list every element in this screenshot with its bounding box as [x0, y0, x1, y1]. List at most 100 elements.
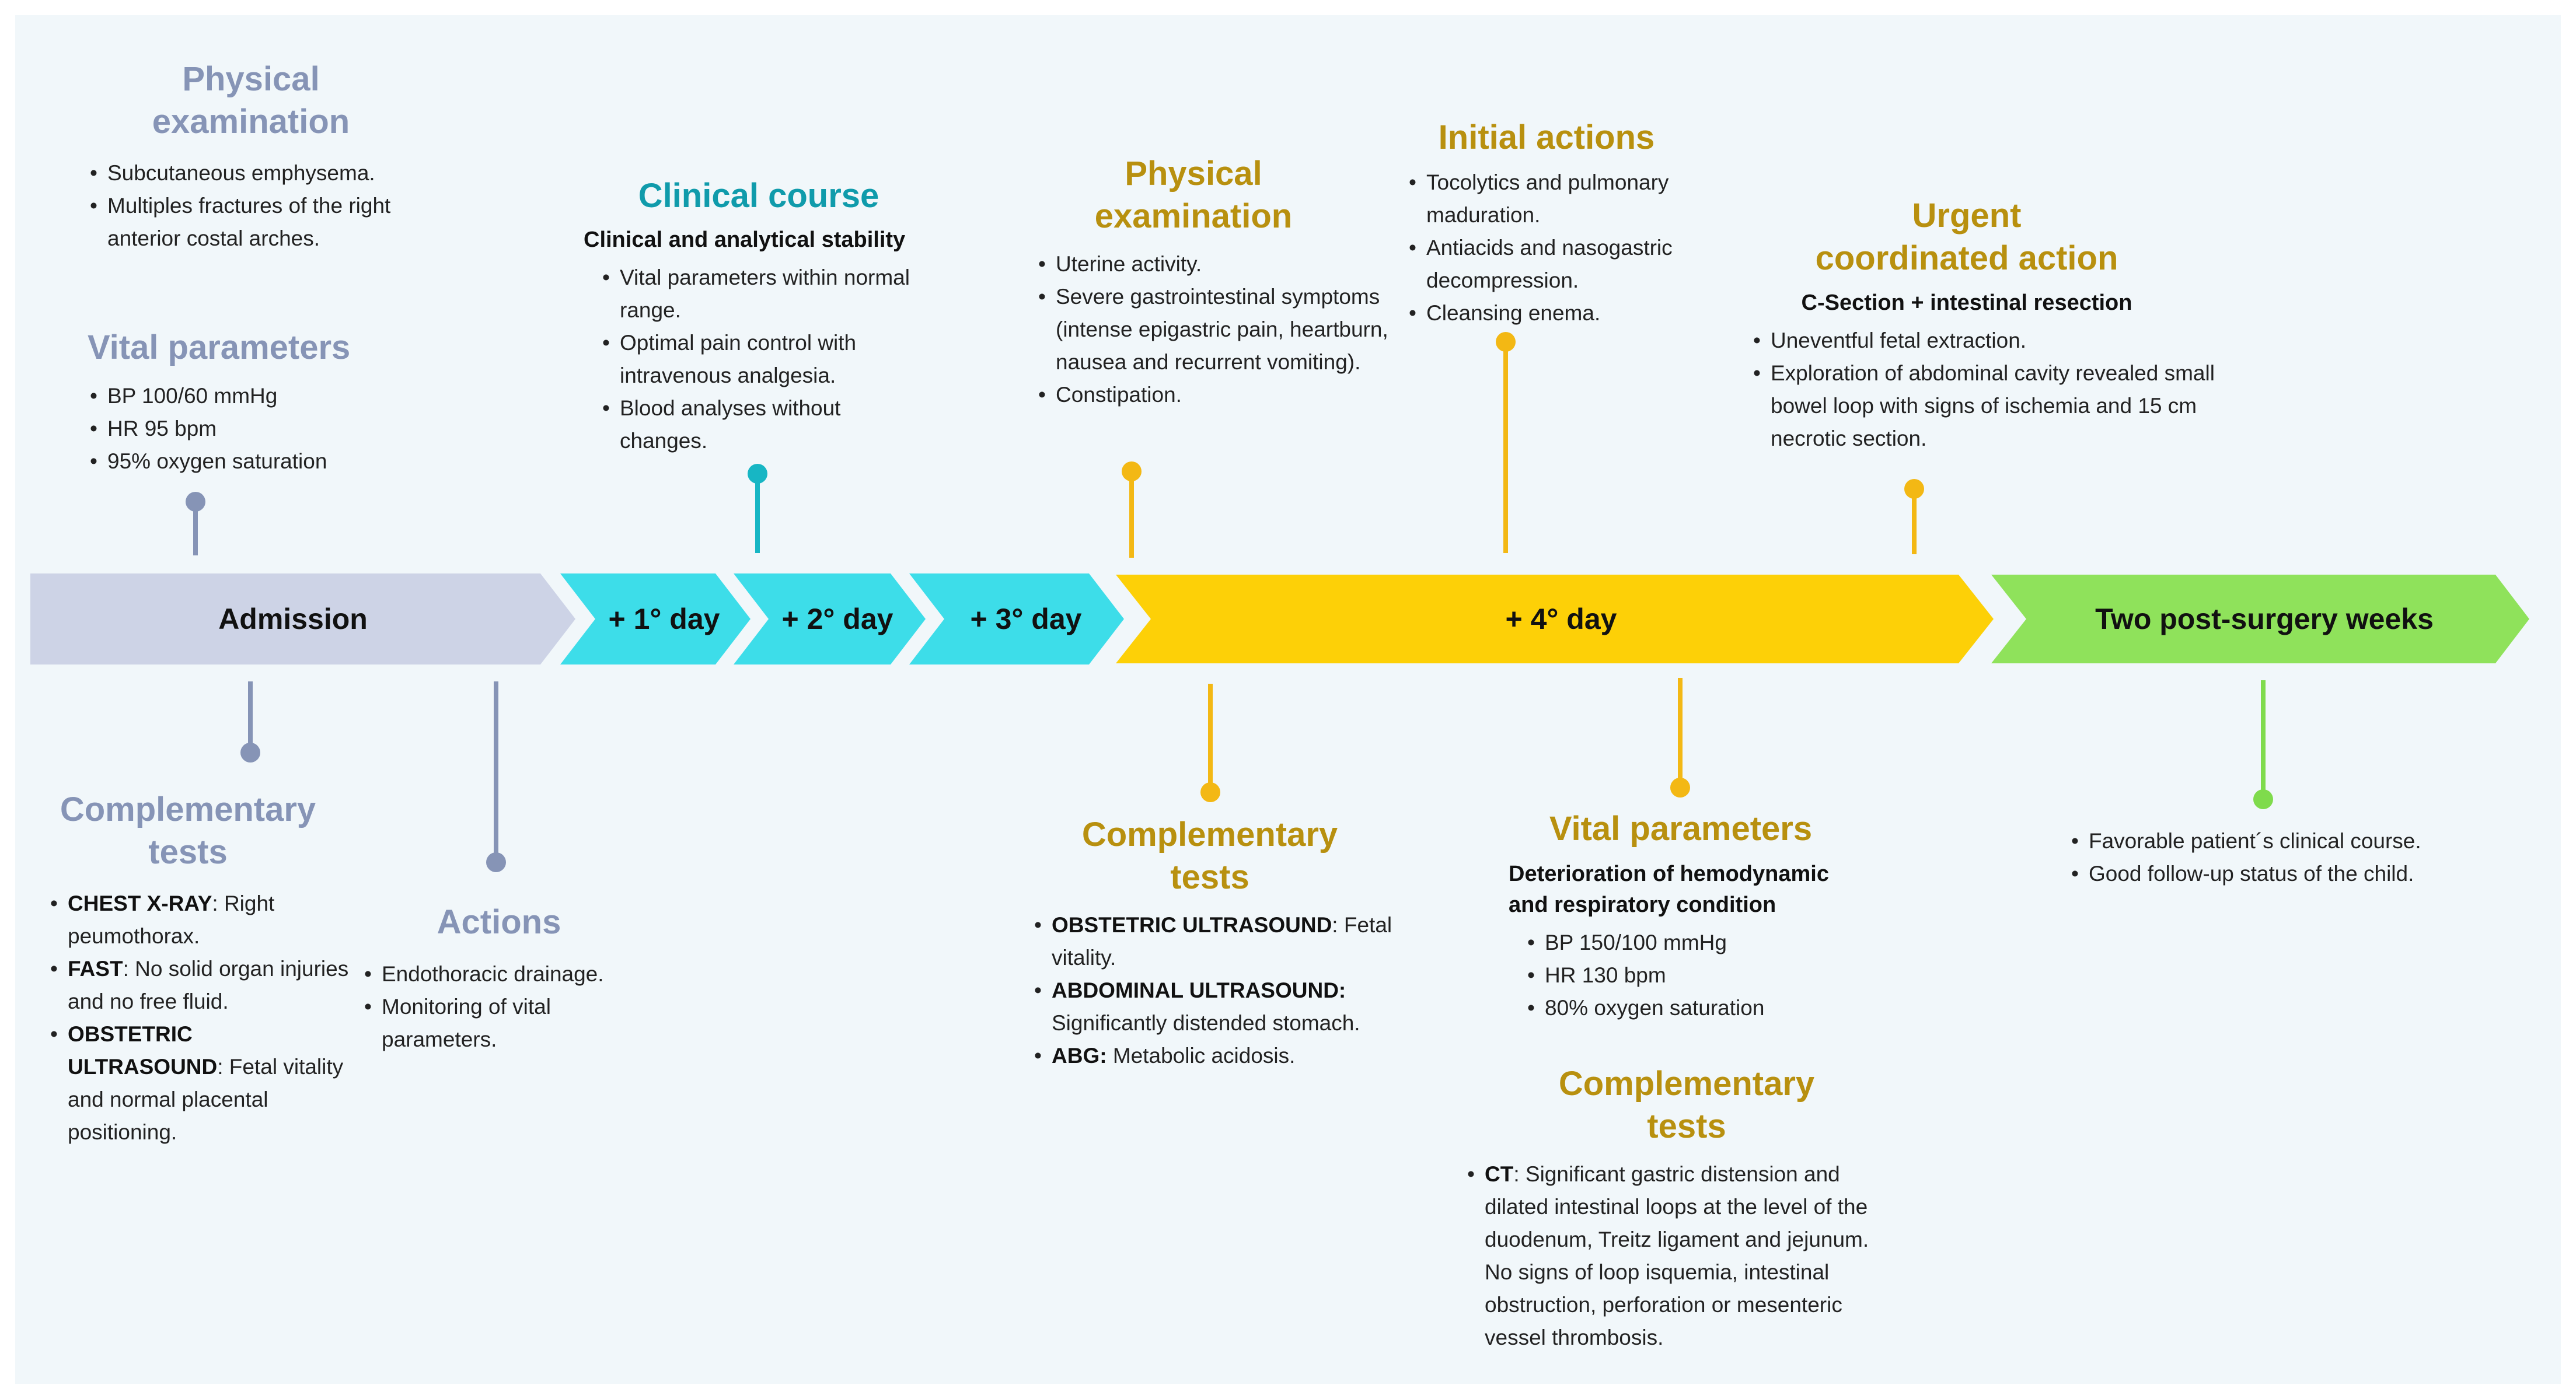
heading: Actions — [437, 903, 561, 941]
heading: Vital parameters — [1549, 810, 1813, 848]
day1-chevron — [560, 573, 751, 664]
item-bold: OBSTETRIC ULTRASOUND — [68, 1022, 218, 1079]
list-item: Tocolytics and pulmonary maduration. — [1409, 166, 1733, 232]
heading: Initial actions — [1438, 118, 1655, 156]
heading: Physical examination — [1094, 155, 1293, 235]
list-item: HR 95 bpm — [90, 412, 438, 445]
pin-urgent — [1904, 479, 1924, 554]
stage-day2: + 2° day — [781, 603, 893, 635]
block-urgent-action: Urgent coordinated action C-Section + in… — [1751, 195, 2229, 455]
pin-comp2 — [1200, 684, 1220, 802]
pin-vital2 — [1670, 678, 1690, 798]
post-chevron — [1991, 575, 2529, 663]
list-item: Uneventful fetal extraction. — [1753, 324, 2229, 357]
stage-post: Two post-surgery weeks — [2095, 603, 2434, 635]
item-list: OBSTETRIC ULTRASOUND: Fetal vitality. AB… — [1032, 909, 1417, 1072]
list-item: Antiacids and nasogastric decompression. — [1409, 232, 1733, 297]
admission-chevron — [30, 573, 575, 664]
list-item: Good follow-up status of the child. — [2071, 858, 2512, 890]
block-clinical-course: Clinical course Clinical and analytical … — [584, 175, 934, 457]
list-item: BP 100/60 mmHg — [90, 380, 438, 412]
list-item: CT: Significant gastric distension and d… — [1467, 1158, 1893, 1354]
list-item: Endothoracic drainage. — [364, 958, 665, 991]
item-text: : Fetal vitality. — [1052, 913, 1392, 970]
list-item: 80% oxygen saturation — [1527, 992, 1870, 1024]
item-bold: ABDOMINAL ULTRASOUND: — [1052, 978, 1346, 1002]
block-complementary-tests-3: Complementary tests CT: Significant gast… — [1465, 1063, 1908, 1354]
list-item: FAST: No solid organ injuries and no fre… — [50, 953, 351, 1018]
item-text: : Fetal vitality and normal placental po… — [68, 1055, 344, 1144]
list-item: Optimal pain control with intravenous an… — [602, 327, 934, 392]
item-list: Vital parameters within normal range. Op… — [584, 261, 934, 457]
heading: Clinical course — [638, 177, 879, 215]
pin-actions1 — [486, 681, 506, 872]
heading: Urgent coordinated action — [1815, 197, 2118, 277]
item-list: Uneventful fetal extraction. Exploration… — [1751, 324, 2229, 455]
stage-admission: Admission — [218, 603, 368, 635]
heading: Complementary tests — [1081, 816, 1338, 896]
stage-day3: + 3° day — [970, 603, 1082, 635]
list-item: 95% oxygen saturation — [90, 445, 438, 478]
pin-initial — [1496, 332, 1516, 553]
heading: Complementary tests — [60, 791, 316, 871]
day3-chevron — [909, 573, 1124, 664]
item-list: BP 100/60 mmHg HR 95 bpm 95% oxygen satu… — [88, 380, 438, 478]
list-item: BP 150/100 mmHg — [1527, 926, 1870, 959]
timeline-panel — [15, 15, 2561, 1384]
block-post-surgery: Favorable patient´s clinical course. Goo… — [2069, 825, 2512, 890]
heading: Vital parameters — [88, 328, 351, 366]
pin-clinical — [748, 464, 767, 553]
item-list: CHEST X-RAY: Right peumothorax. FAST: No… — [48, 887, 351, 1149]
item-text: : No solid organ injuries and no free fl… — [68, 957, 349, 1013]
block-vital-params-1: Vital parameters BP 100/60 mmHg HR 95 bp… — [88, 327, 438, 478]
list-item: HR 130 bpm — [1527, 959, 1870, 992]
list-item: ABG: Metabolic acidosis. — [1034, 1040, 1417, 1072]
block-actions-1: Actions Endothoracic drainage. Monitorin… — [362, 901, 665, 1056]
heading: Physical examination — [152, 60, 350, 141]
list-item: Cleansing enema. — [1409, 297, 1733, 330]
list-item: Monitoring of vital parameters. — [364, 991, 665, 1056]
list-item: OBSTETRIC ULTRASOUND: Fetal vitality. — [1034, 909, 1417, 974]
day4-chevron — [1116, 575, 1994, 663]
pin-post — [2253, 680, 2273, 809]
item-text: Metabolic acidosis. — [1107, 1044, 1296, 1068]
item-list: Favorable patient´s clinical course. Goo… — [2069, 825, 2512, 890]
item-bold: CHEST X-RAY — [68, 891, 212, 915]
subhead: C-Section + intestinal resection — [1801, 291, 2132, 315]
block-vital-params-2: Vital parameters Deterioration of hemody… — [1509, 808, 1870, 1024]
subhead: Deterioration of hemodynamic and respira… — [1509, 861, 1829, 917]
stage-day4: + 4° day — [1505, 603, 1617, 635]
heading: Complementary tests — [1558, 1065, 1815, 1145]
item-text: Significantly distended stomach. — [1052, 1011, 1360, 1035]
list-item: Multiples fractures of the right anterio… — [90, 190, 426, 255]
list-item: Severe gastrointestinal symptoms (intens… — [1038, 281, 1398, 379]
pin-phys2 — [1122, 461, 1142, 558]
block-physical-exam-2: Physical examination Uterine activity. S… — [1036, 153, 1398, 411]
pin-comp1 — [240, 681, 260, 763]
list-item: Constipation. — [1038, 379, 1398, 411]
block-complementary-tests-1: Complementary tests CHEST X-RAY: Right p… — [48, 789, 351, 1149]
item-bold: CT — [1485, 1162, 1514, 1186]
list-item: Exploration of abdominal cavity revealed… — [1753, 357, 2229, 455]
list-item: Vital parameters within normal range. — [602, 261, 934, 327]
list-item: Favorable patient´s clinical course. — [2071, 825, 2512, 858]
list-item: Blood analyses without changes. — [602, 392, 934, 457]
item-bold: OBSTETRIC ULTRASOUND — [1052, 913, 1332, 937]
pin-vital1 — [186, 492, 205, 555]
stage-day1: + 1° day — [608, 603, 720, 635]
item-list: Uterine activity. Severe gastrointestina… — [1036, 248, 1398, 411]
list-item: Uterine activity. — [1038, 248, 1398, 281]
item-bold: FAST — [68, 957, 123, 981]
day2-chevron — [734, 573, 926, 664]
item-text: : Right peumothorax. — [68, 891, 275, 948]
item-list: CT: Significant gastric distension and d… — [1465, 1158, 1893, 1354]
block-complementary-tests-2: Complementary tests OBSTETRIC ULTRASOUND… — [1032, 814, 1417, 1072]
item-list: Endothoracic drainage. Monitoring of vit… — [362, 958, 665, 1056]
list-item: Subcutaneous emphysema. — [90, 157, 426, 190]
item-list: Subcutaneous emphysema. Multiples fractu… — [88, 157, 426, 255]
item-bold: ABG: — [1052, 1044, 1107, 1068]
item-text: : Significant gastric distension and dil… — [1485, 1162, 1869, 1349]
list-item: OBSTETRIC ULTRASOUND: Fetal vitality and… — [50, 1018, 351, 1149]
item-list: Tocolytics and pulmonary maduration. Ant… — [1406, 166, 1733, 330]
